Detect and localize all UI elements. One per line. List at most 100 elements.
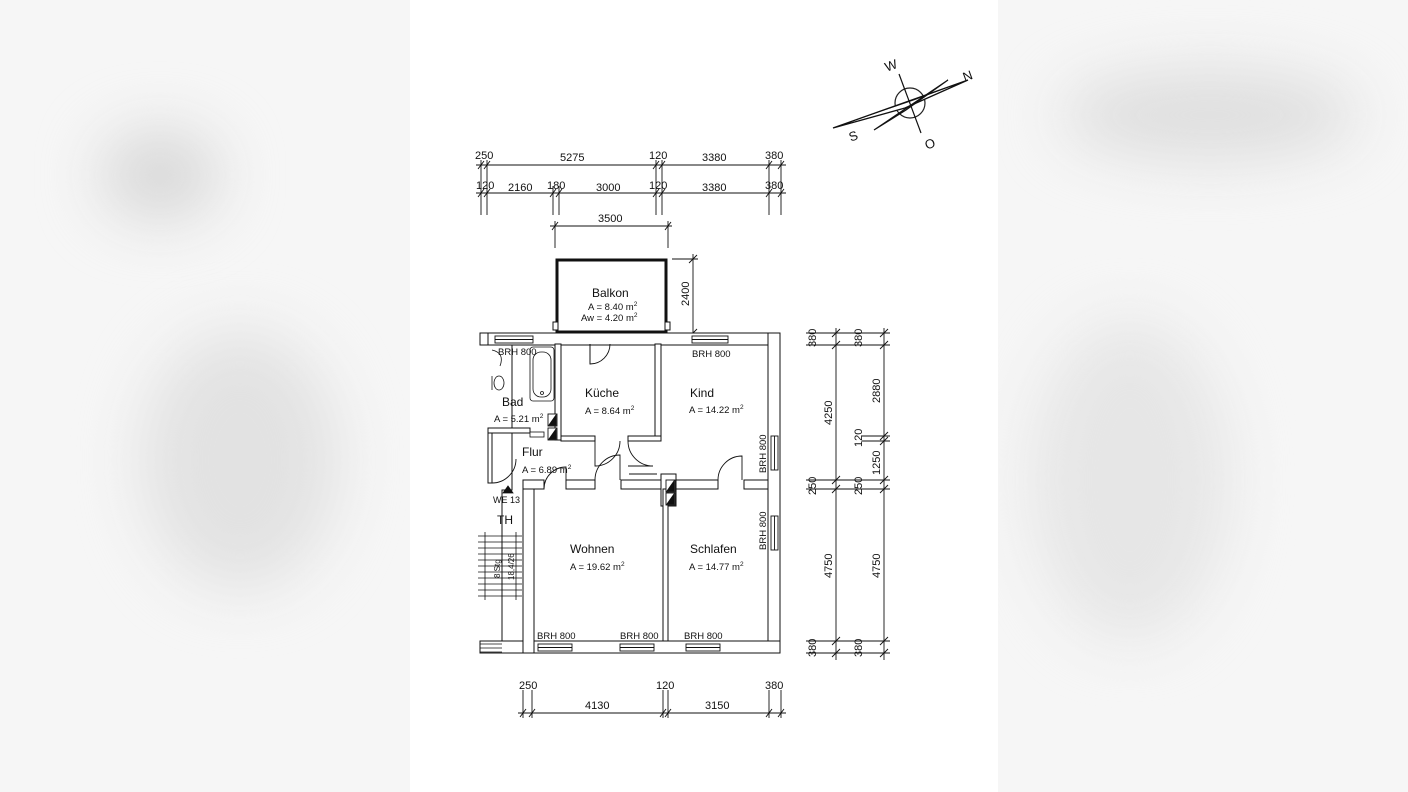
top-dimension-labels: 250 5275 120 3380 380 120 2160 180 3000 … bbox=[475, 150, 783, 194]
dim-right-2: 4250 bbox=[823, 401, 835, 425]
dim-top-11: 3380 bbox=[702, 182, 726, 194]
dim-right-5: 380 bbox=[807, 639, 819, 657]
shafts bbox=[547, 413, 676, 506]
svg-text:A = 6.89 m2: A = 6.89 m2 bbox=[522, 464, 572, 476]
dim-right-8: 120 bbox=[853, 429, 865, 447]
room-kueche: Küche A = 8.64 m2 bbox=[585, 386, 635, 417]
window-labels: BRH 800 BRH 800 BRH 800 BRH 800 BRH 800 … bbox=[498, 347, 769, 642]
window-label-kind-top: BRH 800 bbox=[692, 349, 731, 360]
room-name-kueche: Küche bbox=[585, 386, 619, 400]
dim-top-10: 120 bbox=[649, 180, 667, 192]
dim-right-12: 380 bbox=[853, 639, 865, 657]
window-label-kind-right: BRH 800 bbox=[758, 434, 769, 473]
dim-balcony-depth: 2400 bbox=[680, 282, 692, 306]
stair-label: TH bbox=[497, 513, 513, 527]
svg-text:A = 8.40 m2: A = 8.40 m2 bbox=[588, 301, 638, 313]
doors bbox=[491, 343, 743, 490]
room-area-bad: A = 5.21 m bbox=[494, 414, 540, 425]
unit-label: WE 13 bbox=[493, 495, 520, 505]
window-label-bad: BRH 800 bbox=[498, 347, 537, 358]
compass-east-label: O bbox=[923, 135, 938, 153]
room-name-schlafen: Schlafen bbox=[690, 542, 737, 556]
dim-bottom-4: 4130 bbox=[585, 700, 609, 712]
bathroom-fixtures bbox=[491, 346, 555, 438]
outer-walls bbox=[479, 332, 781, 654]
dim-right-9: 1250 bbox=[871, 451, 883, 475]
room-name-kind: Kind bbox=[690, 386, 714, 400]
dim-top-4: 3380 bbox=[702, 152, 726, 164]
area-sup: 2 bbox=[568, 464, 572, 471]
dim-top-7: 2160 bbox=[508, 182, 532, 194]
window-label-wohnen-bottom-right: BRH 800 bbox=[620, 631, 659, 642]
room-name-wohnen: Wohnen bbox=[570, 542, 614, 556]
area-sup: 2 bbox=[740, 561, 744, 568]
room-area-w-balkon: Aw = 4.20 m bbox=[581, 313, 634, 324]
window-label-schlafen-right: BRH 800 bbox=[758, 511, 769, 550]
room-schlafen: Schlafen A = 14.77 m2 bbox=[689, 542, 744, 573]
dim-top-2: 5275 bbox=[560, 152, 584, 164]
room-wohnen: Wohnen A = 19.62 m2 bbox=[570, 542, 625, 573]
room-name-balkon: Balkon bbox=[592, 286, 629, 300]
bottom-dimension-labels: 250 120 380 4130 3150 bbox=[519, 680, 783, 712]
dim-top-12: 380 bbox=[765, 180, 783, 192]
svg-text:Aw = 4.20 m2: Aw = 4.20 m2 bbox=[581, 312, 638, 324]
area-sup: 2 bbox=[740, 404, 744, 411]
svg-text:A = 19.62 m2: A = 19.62 m2 bbox=[570, 561, 625, 573]
windows bbox=[494, 334, 779, 652]
dim-top-8: 180 bbox=[547, 180, 565, 192]
room-area-balkon: A = 8.40 m bbox=[588, 302, 634, 313]
dim-right-1: 380 bbox=[807, 329, 819, 347]
dim-top-3: 120 bbox=[649, 150, 667, 162]
dim-top-5: 380 bbox=[765, 150, 783, 162]
room-area-kueche: A = 8.64 m bbox=[585, 406, 631, 417]
top-dimension-chains bbox=[476, 160, 786, 215]
area-sup: 2 bbox=[621, 561, 625, 568]
dim-bottom-1: 250 bbox=[519, 680, 537, 692]
dim-right-7: 2880 bbox=[871, 379, 883, 403]
compass-west-label: W bbox=[883, 56, 900, 75]
compass: W N S O bbox=[832, 56, 975, 153]
area-sup: 2 bbox=[634, 312, 638, 319]
dim-top-1: 250 bbox=[475, 150, 493, 162]
room-bad: Bad A = 5.21 m2 bbox=[494, 395, 544, 425]
bottom-dimension-chain bbox=[518, 690, 786, 718]
dim-bottom-5: 3150 bbox=[705, 700, 729, 712]
svg-text:A = 5.21 m2: A = 5.21 m2 bbox=[494, 413, 544, 425]
room-area-wohnen: A = 19.62 m bbox=[570, 562, 621, 573]
floor-plan-sheet bbox=[410, 0, 998, 792]
right-dimension-chains bbox=[806, 328, 890, 660]
compass-south-label: S bbox=[847, 127, 861, 144]
dim-right-3: 250 bbox=[807, 477, 819, 495]
dim-right-11: 4750 bbox=[871, 554, 883, 578]
room-area-kind: A = 14.22 m bbox=[689, 405, 740, 416]
right-dimension-labels: 380 4250 250 4750 380 380 2880 120 1250 … bbox=[807, 329, 883, 657]
area-sup: 2 bbox=[631, 405, 635, 412]
dim-bottom-3: 380 bbox=[765, 680, 783, 692]
stair-steps-label: 8 Stg bbox=[493, 559, 502, 578]
room-flur: Flur A = 6.89 m2 bbox=[522, 445, 572, 476]
dim-top-9: 3000 bbox=[596, 182, 620, 194]
svg-text:A = 8.64 m2: A = 8.64 m2 bbox=[585, 405, 635, 417]
stairwell bbox=[478, 485, 522, 653]
room-name-flur: Flur bbox=[522, 445, 543, 459]
interior-walls bbox=[487, 343, 769, 642]
room-balkon: Balkon A = 8.40 m2 Aw = 4.20 m2 bbox=[581, 286, 638, 324]
svg-text:A = 14.77 m2: A = 14.77 m2 bbox=[689, 561, 744, 573]
dim-bottom-2: 120 bbox=[656, 680, 674, 692]
balcony bbox=[552, 258, 671, 334]
stair-ratio-label: 18,4/26 bbox=[507, 553, 516, 580]
room-area-schlafen: A = 14.77 m bbox=[689, 562, 740, 573]
room-kind: Kind A = 14.22 m2 bbox=[689, 386, 744, 416]
area-sup: 2 bbox=[634, 301, 638, 308]
room-area-flur: A = 6.89 m bbox=[522, 465, 568, 476]
dim-top-6: 120 bbox=[476, 180, 494, 192]
window-label-schlafen-bottom: BRH 800 bbox=[684, 631, 723, 642]
dim-balcony-width: 3500 bbox=[598, 213, 622, 225]
svg-text:A = 14.22 m2: A = 14.22 m2 bbox=[689, 404, 744, 416]
window-label-wohnen-bottom-left: BRH 800 bbox=[537, 631, 576, 642]
dim-right-4: 4750 bbox=[823, 554, 835, 578]
area-sup: 2 bbox=[540, 413, 544, 420]
room-name-bad: Bad bbox=[502, 395, 523, 409]
